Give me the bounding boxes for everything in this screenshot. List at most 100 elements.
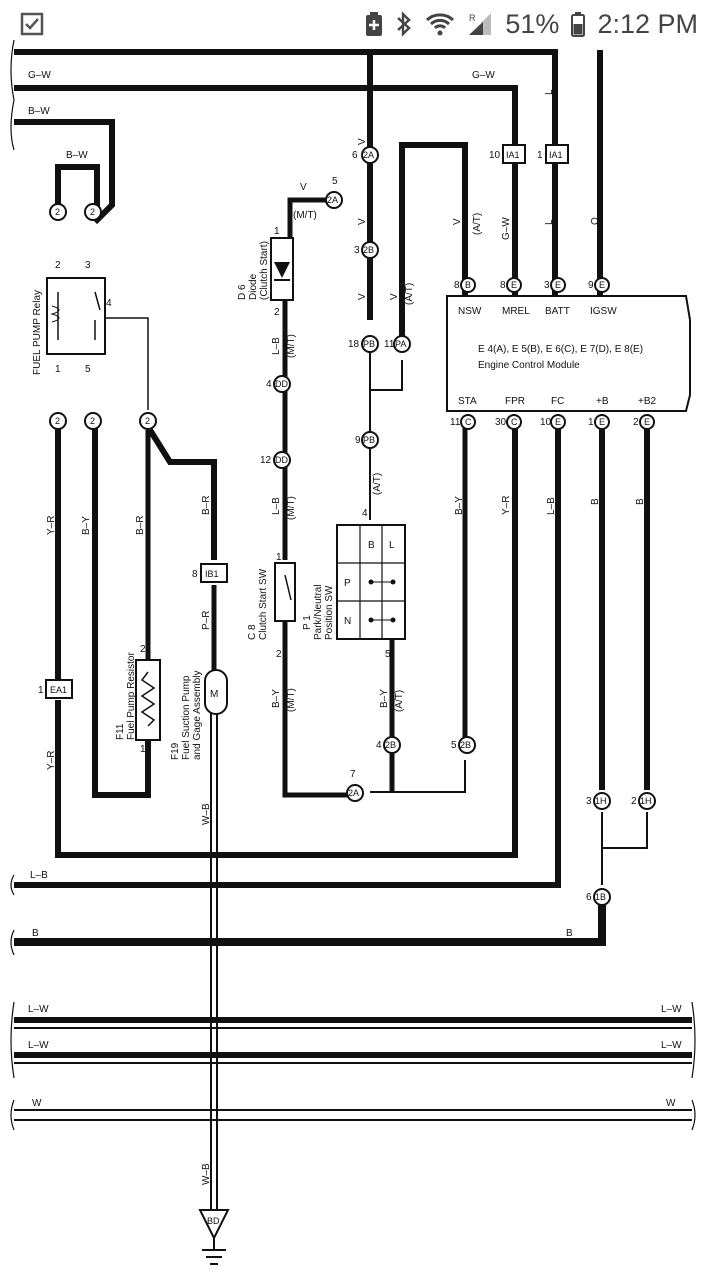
svg-text:10: 10 xyxy=(540,417,552,428)
svg-text:5: 5 xyxy=(332,176,338,187)
svg-text:2B: 2B xyxy=(363,245,374,255)
svg-text:3: 3 xyxy=(544,280,550,291)
connector-1h-3: 1H3 xyxy=(586,792,611,810)
svg-text:3: 3 xyxy=(586,796,592,807)
svg-text:IA1: IA1 xyxy=(549,150,563,160)
pnp-col-l: L xyxy=(389,540,395,551)
svg-text:6: 6 xyxy=(586,892,592,903)
wire-b-w-main xyxy=(14,119,115,225)
diode-name: Diode xyxy=(248,273,259,300)
pump-name: Fuel Suction Pump xyxy=(181,675,192,760)
svg-text:R: R xyxy=(469,13,476,23)
svg-text:1: 1 xyxy=(274,226,280,237)
wire-top-1 xyxy=(14,49,558,150)
svg-text:2: 2 xyxy=(55,260,61,271)
label-v-nsw: V xyxy=(452,218,463,225)
label-b-y-pnp: B–Y xyxy=(379,689,390,708)
label-v-d6: V xyxy=(300,182,307,193)
engine-control-module: NSW MREL BATT IGSW E 4(A), E 5(B), E 6(C… xyxy=(446,295,691,412)
resistor-code: F11 xyxy=(115,723,126,740)
label-mt-l-b: (M/T) xyxy=(286,334,297,358)
svg-text:6: 6 xyxy=(352,150,358,161)
svg-text:1H: 1H xyxy=(640,796,652,806)
label-b-y-sta: B–Y xyxy=(454,496,465,515)
resistor-name: Fuel Pump Resistor xyxy=(126,652,137,740)
svg-text:30: 30 xyxy=(495,417,507,428)
wire-y-r xyxy=(55,420,518,858)
svg-text:4: 4 xyxy=(362,508,368,519)
svg-text:E: E xyxy=(599,280,605,290)
label-mt-dd: (M/T) xyxy=(286,496,297,520)
wire-junction xyxy=(370,760,466,793)
wire-pb-to-pnp xyxy=(369,348,403,520)
fuel-pump-relay-label: FUEL PUMP Relay xyxy=(32,290,43,375)
svg-text:8: 8 xyxy=(500,280,506,291)
svg-text:B: B xyxy=(465,280,471,290)
label-l-b-fc: L–B xyxy=(546,497,557,515)
pump-code: F19 xyxy=(170,742,181,760)
svg-text:18: 18 xyxy=(348,339,360,350)
svg-text:E: E xyxy=(599,417,605,427)
ground-label: BD xyxy=(207,1216,220,1226)
svg-text:1B: 1B xyxy=(595,892,606,902)
park-neutral-switch: B L P N P 1 Park/Neutral Position SW xyxy=(302,524,406,640)
svg-text:1H: 1H xyxy=(595,796,607,806)
wire-w xyxy=(14,1109,692,1121)
svg-text:2: 2 xyxy=(55,207,60,217)
svg-text:1: 1 xyxy=(276,552,282,563)
label-b-w-relay: B–W xyxy=(66,150,88,161)
wire-b-w-loop xyxy=(55,164,100,210)
label-l-w-1-left: L–W xyxy=(28,1004,49,1015)
label-g-w-right: G–W xyxy=(472,70,495,81)
svg-text:5: 5 xyxy=(385,649,391,660)
wire-b-r-pump xyxy=(147,428,217,560)
label-b-y-clutch: B–Y xyxy=(271,689,282,708)
svg-text:4: 4 xyxy=(266,379,272,390)
connector-2b-3: 2B3 xyxy=(354,241,379,259)
clock: 2:12 PM xyxy=(597,8,698,39)
connector-pb-9: PB9 xyxy=(355,431,379,449)
diode-d6: D 6 Diode (Clutch Start) xyxy=(237,237,294,301)
svg-text:1: 1 xyxy=(38,685,44,696)
clutch-code: C 8 xyxy=(247,624,258,640)
pnp-name: Park/Neutral xyxy=(313,584,324,640)
battery-percent: 51% xyxy=(505,8,560,39)
label-y-r-fpr: Y–R xyxy=(501,496,512,515)
diode-code: D 6 xyxy=(237,284,248,300)
ecm-bot-sta: STA xyxy=(458,396,477,407)
wire-b-y-resistor xyxy=(92,425,151,798)
pnp-row-n: N xyxy=(344,616,351,627)
wire-w-b xyxy=(210,705,218,1210)
svg-text:1: 1 xyxy=(537,150,543,161)
connector-2a-top: 2A6 xyxy=(352,146,379,164)
label-b-harness-left: B xyxy=(32,928,39,939)
svg-text:7: 7 xyxy=(350,769,356,780)
svg-text:4: 4 xyxy=(376,740,382,751)
label-l-w-1-right: L–W xyxy=(661,1004,682,1015)
svg-text:2: 2 xyxy=(631,796,637,807)
ecm-pin-c-fpr: C30 xyxy=(495,414,522,430)
ecm-top-igsw: IGSW xyxy=(590,306,617,317)
connector-2a-7: 2A7 xyxy=(346,769,364,802)
label-y-r-top: Y–R xyxy=(46,516,57,535)
svg-text:DD: DD xyxy=(275,455,288,465)
wire-1h-join xyxy=(601,812,648,885)
ecm-pin-e-batt: E3 xyxy=(544,277,566,293)
ecm-pin-c-sta: C11 xyxy=(450,414,476,430)
clutch-name: Clutch Start SW xyxy=(258,568,269,640)
connector-2-relay-e: 2 xyxy=(139,412,157,430)
svg-text:1: 1 xyxy=(55,364,61,375)
label-b-plus2: B xyxy=(635,498,646,505)
connector-ia1-1: IA1 1 xyxy=(537,144,569,164)
ecm-pin-b: B8 xyxy=(454,277,476,293)
checkbox-notification-icon xyxy=(20,12,44,36)
wire-relay-4 xyxy=(100,317,149,410)
svg-text:10: 10 xyxy=(489,150,501,161)
label-b-plus: B xyxy=(590,498,601,505)
wifi-icon xyxy=(426,13,455,36)
ecm-bot-b2: +B2 xyxy=(638,396,657,407)
connector-2b-4: 2B4 xyxy=(376,736,401,754)
svg-text:8: 8 xyxy=(192,569,198,580)
